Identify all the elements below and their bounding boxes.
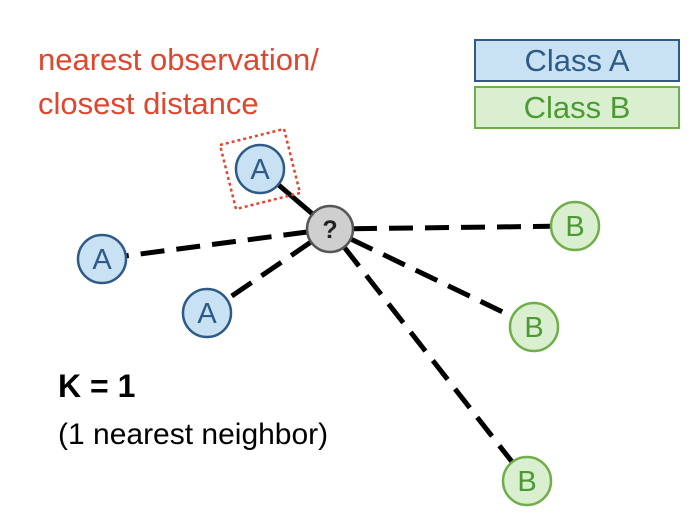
connection-line-b-6 bbox=[342, 245, 515, 464]
legend-class-a: Class A bbox=[474, 39, 680, 82]
k-value-title: K = 1 bbox=[58, 368, 136, 404]
query-point bbox=[305, 204, 355, 254]
node-label-a-3: A bbox=[197, 298, 217, 330]
connection-line-a-2 bbox=[125, 229, 308, 259]
nearest-highlight-box bbox=[218, 127, 302, 211]
node-label-b-4: B bbox=[565, 211, 584, 243]
node-b-5 bbox=[508, 301, 560, 353]
connection-line-a-3 bbox=[225, 239, 313, 302]
node-b-6 bbox=[501, 455, 553, 507]
nearest-annotation: nearest observation/ closest distance bbox=[38, 38, 319, 126]
connection-line-b-4 bbox=[352, 223, 552, 232]
connection-line-a-1 bbox=[276, 182, 315, 216]
connection-line-b-5 bbox=[349, 236, 514, 319]
node-label-b-5: B bbox=[524, 312, 543, 344]
k-value-subtitle: (1 nearest neighbor) bbox=[58, 418, 329, 451]
node-a-1 bbox=[234, 143, 286, 195]
node-label-a-2: A bbox=[92, 244, 112, 276]
node-a-3 bbox=[181, 287, 233, 339]
node-label-b-6: B bbox=[517, 466, 536, 498]
legend-class-b: Class B bbox=[474, 86, 680, 129]
node-a-2 bbox=[76, 233, 128, 285]
annotation-line-2: closest distance bbox=[38, 86, 259, 121]
node-b-4 bbox=[549, 200, 601, 252]
node-label-a-1: A bbox=[250, 154, 270, 186]
query-point-label: ? bbox=[322, 216, 337, 244]
annotation-line-1: nearest observation/ bbox=[38, 42, 319, 77]
